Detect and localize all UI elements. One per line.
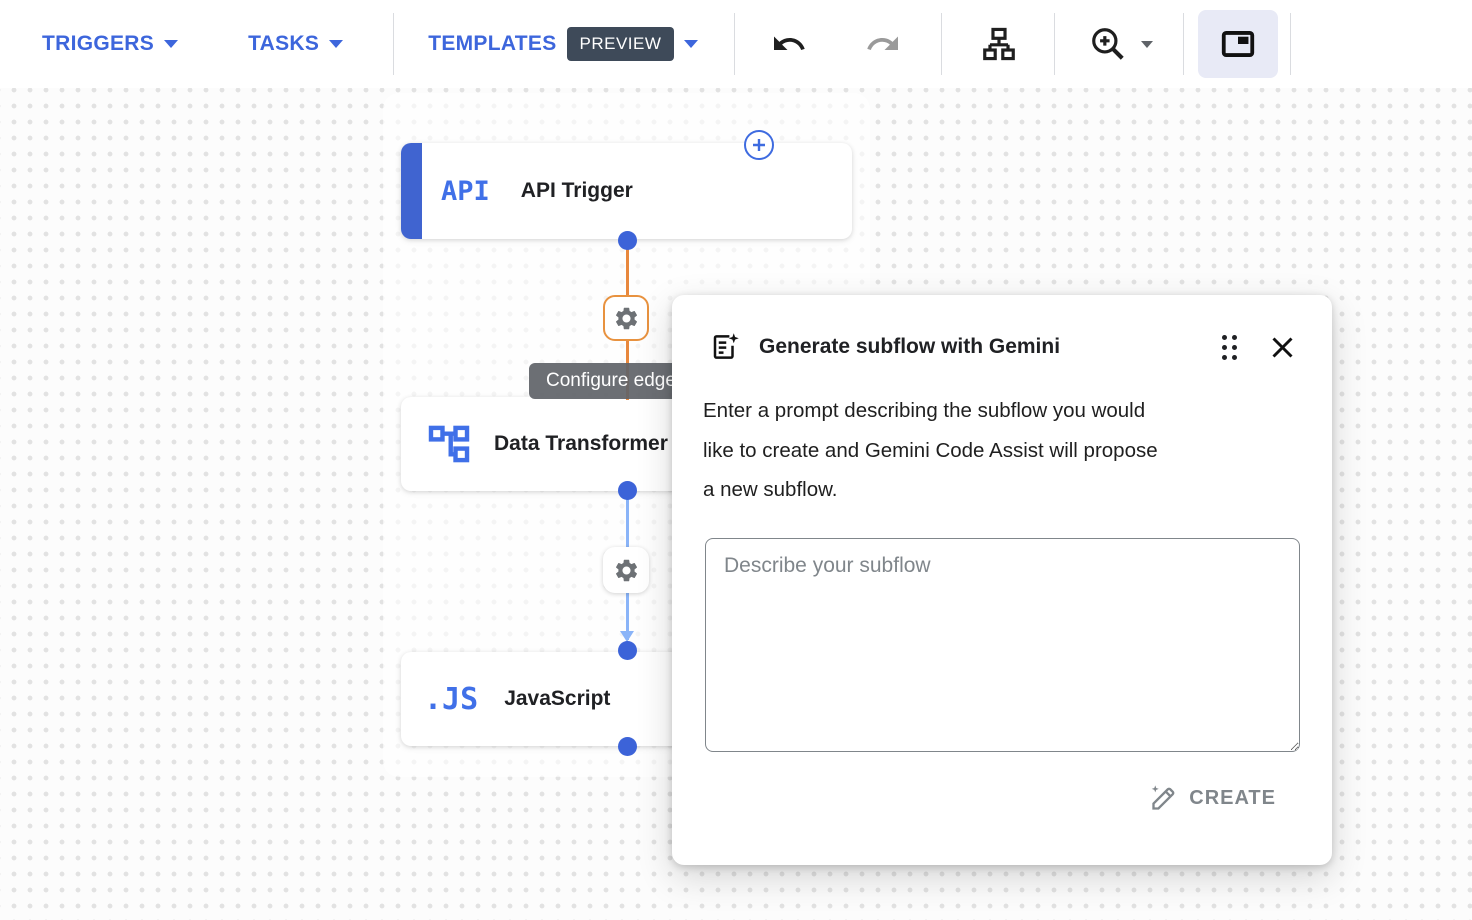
undo-icon bbox=[774, 36, 806, 50]
configure-edge-button[interactable] bbox=[603, 547, 649, 593]
close-icon[interactable] bbox=[1269, 334, 1296, 361]
toolbar-divider bbox=[1054, 13, 1056, 75]
dialog-description: Enter a prompt describing the subflow yo… bbox=[703, 399, 1158, 501]
zoom-in-icon bbox=[1092, 28, 1125, 60]
zoom-menu-button[interactable] bbox=[1089, 25, 1154, 63]
output-port[interactable] bbox=[618, 737, 637, 756]
input-port[interactable] bbox=[618, 641, 637, 660]
note-sparkle-icon bbox=[713, 333, 739, 359]
create-button[interactable]: CREATE bbox=[1150, 784, 1276, 812]
undo-button[interactable] bbox=[771, 26, 807, 62]
tasks-menu-button[interactable]: TASKS bbox=[248, 32, 344, 56]
redo-button[interactable] bbox=[865, 26, 901, 62]
tasks-label: TASKS bbox=[248, 32, 320, 55]
subflow-prompt-input[interactable] bbox=[705, 538, 1300, 752]
schema-layout-icon bbox=[983, 27, 1016, 61]
node-label: API Trigger bbox=[520, 179, 633, 202]
dialog-header: Generate subflow with Gemini bbox=[710, 331, 1296, 363]
chevron-down-icon bbox=[684, 40, 699, 48]
redo-icon bbox=[867, 36, 899, 50]
node-accent-bar bbox=[401, 143, 422, 239]
chevron-down-icon bbox=[164, 40, 179, 48]
toolbar-divider bbox=[941, 13, 943, 75]
configure-edge-tooltip: Configure edge bbox=[529, 363, 693, 399]
drag-handle-icon[interactable] bbox=[1222, 334, 1237, 360]
toolbar-divider bbox=[1290, 13, 1292, 75]
data-mapping-icon bbox=[428, 425, 470, 463]
side-panel-icon bbox=[1222, 31, 1255, 57]
gear-icon bbox=[615, 307, 637, 329]
node-label: Data Transformer bbox=[494, 432, 668, 455]
gear-icon bbox=[615, 559, 637, 581]
generate-subflow-dialog: Generate subflow with Gemini Enter a pro… bbox=[672, 295, 1332, 865]
edge-arrowhead-icon bbox=[620, 631, 634, 642]
chevron-down-icon bbox=[329, 40, 344, 48]
triggers-menu-button[interactable]: TRIGGERS bbox=[42, 32, 179, 56]
triggers-label: TRIGGERS bbox=[42, 32, 155, 55]
output-port[interactable] bbox=[618, 231, 637, 250]
toggle-side-panel-button[interactable] bbox=[1198, 10, 1279, 78]
create-button-label: CREATE bbox=[1189, 786, 1276, 809]
api-trigger-icon: API bbox=[441, 175, 490, 207]
preview-badge: PREVIEW bbox=[566, 27, 675, 61]
node-label: JavaScript bbox=[504, 687, 611, 710]
pen-sparkle-icon bbox=[1152, 785, 1175, 810]
dialog-title: Generate subflow with Gemini bbox=[759, 335, 1061, 358]
javascript-icon: .JS bbox=[424, 681, 479, 717]
templates-menu-button[interactable]: TEMPLATES PREVIEW bbox=[428, 27, 699, 61]
auto-layout-button[interactable] bbox=[980, 25, 1018, 63]
chevron-down-icon bbox=[1141, 40, 1154, 48]
plus-icon bbox=[753, 139, 765, 151]
top-toolbar: TRIGGERS TASKS TEMPLATES PREVIEW bbox=[0, 0, 1472, 88]
output-port[interactable] bbox=[618, 481, 637, 500]
toolbar-divider bbox=[734, 13, 736, 75]
toolbar-divider bbox=[1183, 13, 1185, 75]
node-api-trigger[interactable]: API API Trigger bbox=[401, 143, 852, 239]
workflow-canvas[interactable]: API API Trigger Configure edge Data Tran… bbox=[0, 88, 1472, 920]
templates-label: TEMPLATES bbox=[428, 32, 557, 55]
toolbar-divider bbox=[393, 13, 395, 75]
add-node-button[interactable] bbox=[744, 130, 774, 160]
configure-edge-button[interactable] bbox=[603, 295, 649, 341]
